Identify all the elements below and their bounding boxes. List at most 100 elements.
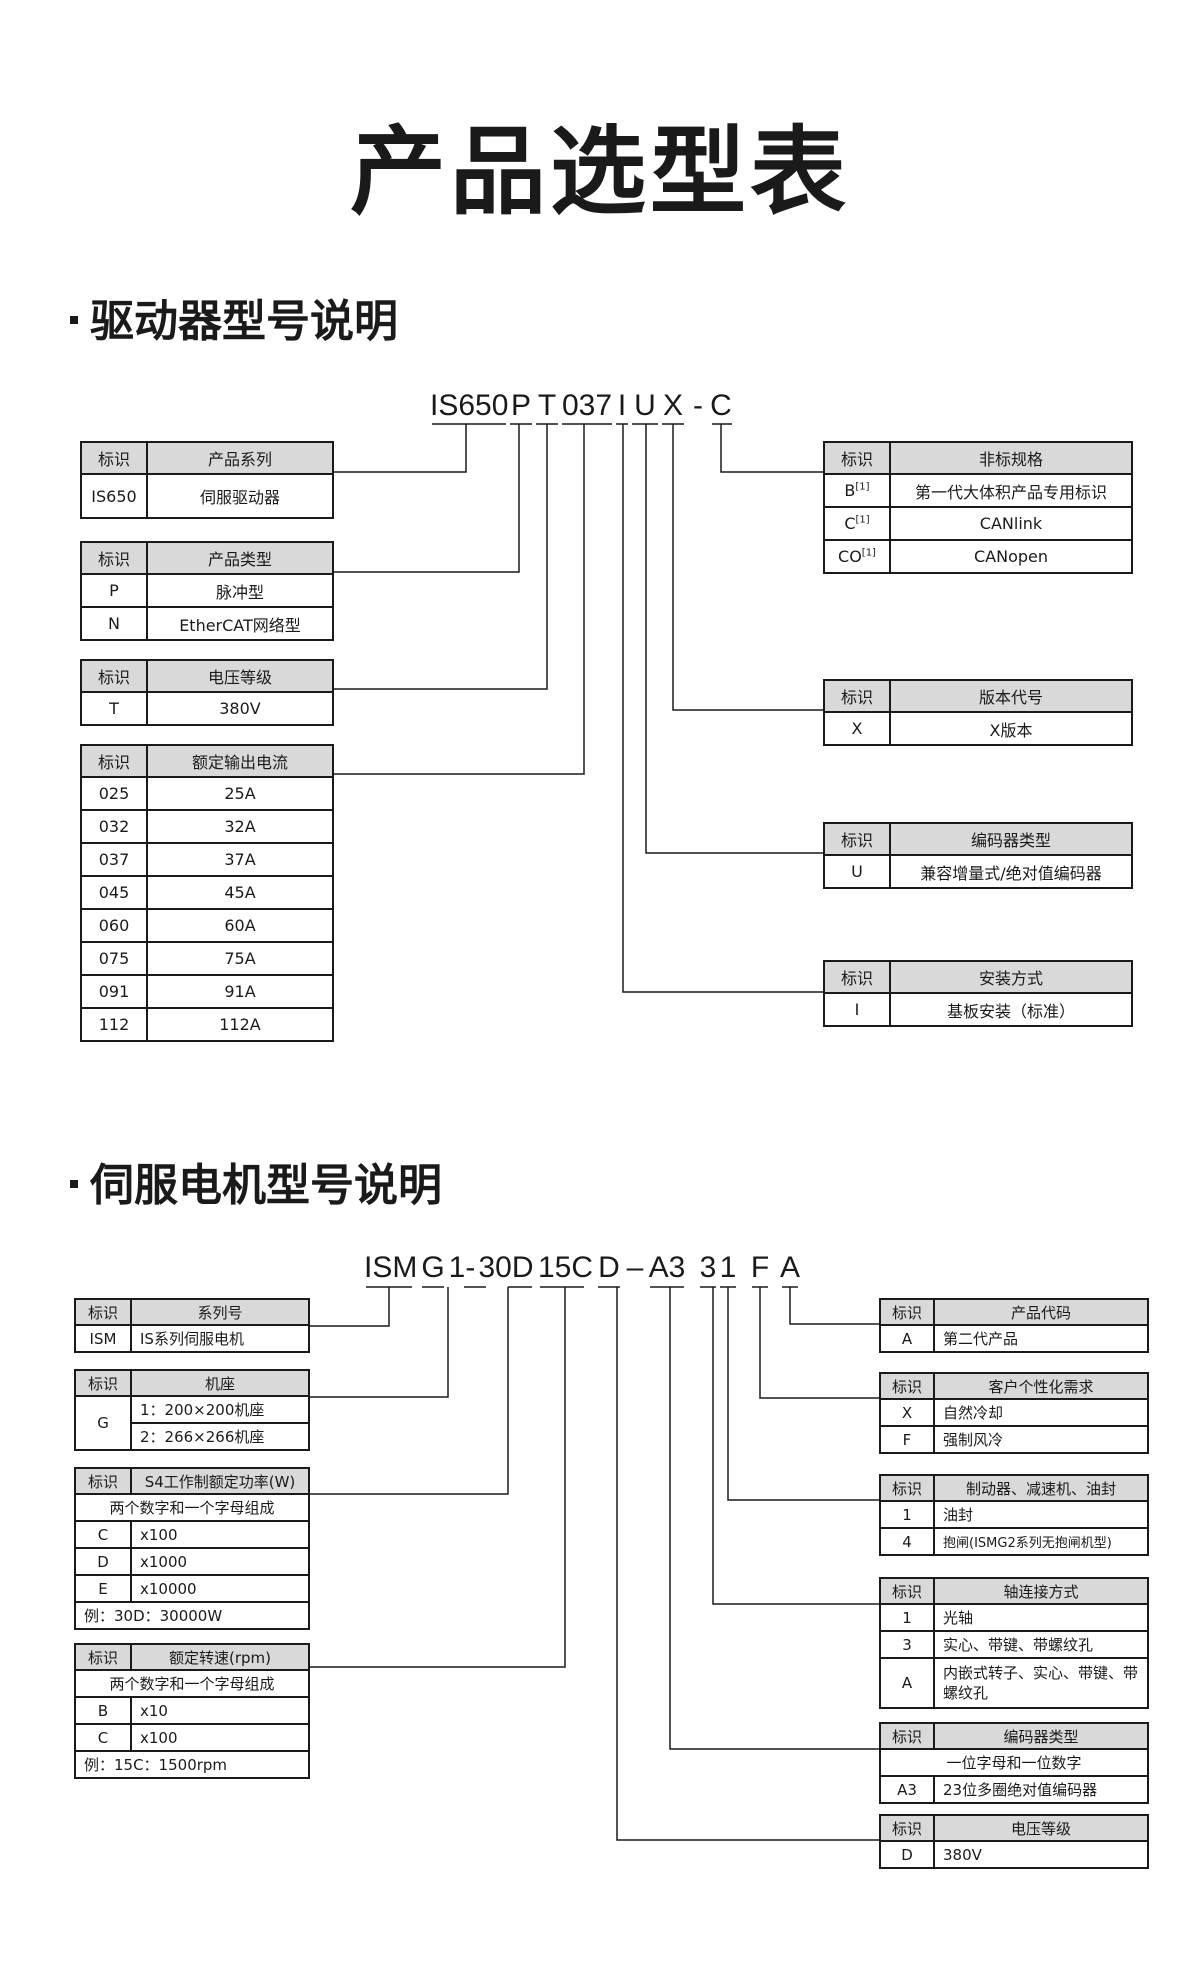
- table-row: 标识电压等级: [879, 1814, 1149, 1842]
- table-row: 标识产品系列: [80, 441, 334, 475]
- table-cell: 037: [80, 842, 148, 877]
- table-header-cell: 标识: [823, 960, 891, 994]
- table-header-cell: 标识: [879, 1474, 935, 1502]
- table-header-cell: 标识: [74, 1369, 132, 1397]
- table-cell: IS650: [80, 473, 148, 519]
- table-header-cell: 标识: [879, 1577, 935, 1605]
- table-header-cell: 标识: [74, 1298, 132, 1326]
- code-part: U: [634, 389, 656, 422]
- table-row: 例：15C：1500rpm: [74, 1750, 310, 1779]
- table-header-cell: 标识: [74, 1643, 132, 1671]
- code-part: X: [662, 389, 683, 422]
- table-cell: 两个数字和一个字母组成: [74, 1669, 310, 1698]
- table-header-cell: 产品代码: [933, 1298, 1149, 1326]
- table-cell: D: [879, 1840, 935, 1869]
- table-cell: 075: [80, 941, 148, 976]
- table-cell: 油封: [933, 1500, 1149, 1529]
- table-cell: C[1]: [823, 506, 891, 541]
- table-cell: E: [74, 1574, 132, 1603]
- code-part: G: [421, 1251, 445, 1284]
- table-header-cell: 版本代号: [889, 679, 1133, 713]
- drive-nonstandard-table: 标识非标规格 B[1]第一代大体积产品专用标识 C[1]CANlink CO[1…: [823, 441, 1133, 574]
- table-cell: x100: [130, 1723, 310, 1752]
- table-cell: B[1]: [823, 473, 891, 508]
- code-part: 30D: [478, 1251, 534, 1284]
- table-row: 例：30D：30000W: [74, 1601, 310, 1630]
- table-header-cell: 额定转速(rpm): [130, 1643, 310, 1671]
- table-row: 两个数字和一个字母组成: [74, 1669, 310, 1698]
- table-cell: 自然冷却: [933, 1398, 1149, 1427]
- table-cell: 两个数字和一个字母组成: [74, 1493, 310, 1522]
- table-cell: 380V: [146, 691, 334, 726]
- table-cell: 1: [879, 1603, 935, 1632]
- code-part: -: [693, 389, 703, 422]
- table-cell: 第二代产品: [933, 1324, 1149, 1353]
- code-part: –: [626, 1251, 644, 1284]
- table-cell: 3: [879, 1630, 935, 1659]
- table-cell: 伺服驱动器: [146, 473, 334, 519]
- table-header-cell: 产品类型: [146, 541, 334, 575]
- table-header-cell: 编码器类型: [933, 1722, 1149, 1750]
- table-cell: 32A: [146, 809, 334, 844]
- table-cell: 91A: [146, 974, 334, 1009]
- motor-section-title-text: 伺服电机型号说明: [90, 1160, 442, 1211]
- table-cell: 60A: [146, 908, 334, 943]
- table-cell: 112: [80, 1007, 148, 1042]
- code-part: A3: [648, 1251, 686, 1284]
- table-row: 标识产品代码: [879, 1298, 1149, 1326]
- page-title: 产品选型表: [350, 116, 850, 228]
- table-header-cell: 轴连接方式: [933, 1577, 1149, 1605]
- table-cell: A: [879, 1324, 935, 1353]
- table-cell: A3: [879, 1775, 935, 1804]
- table-row: CO[1]CANopen: [823, 539, 1133, 574]
- table-cell: U: [823, 854, 891, 889]
- table-cell: x1000: [130, 1547, 310, 1576]
- table-cell: 兼容增量式/绝对值编码器: [889, 854, 1133, 889]
- table-header-cell: 编码器类型: [889, 822, 1133, 856]
- table-row: 2：266×266机座: [75, 1422, 310, 1451]
- table-cell: 1: [879, 1500, 935, 1529]
- table-header-cell: 电压等级: [933, 1814, 1149, 1842]
- table-cell: 37A: [146, 842, 334, 877]
- table-cell: 091: [80, 974, 148, 1009]
- table-row: 标识制动器、减速机、油封: [879, 1474, 1149, 1502]
- table-cell: x100: [130, 1520, 310, 1549]
- table-cell: 032: [80, 809, 148, 844]
- table-cell: 75A: [146, 941, 334, 976]
- bullet-dot: [70, 316, 78, 324]
- table-cell: C: [74, 1520, 132, 1549]
- code-part: C: [710, 389, 732, 422]
- table-cell: 2：266×266机座: [130, 1422, 310, 1451]
- table-row: 标识轴连接方式: [879, 1577, 1149, 1605]
- table-header-cell: 客户个性化需求: [933, 1372, 1149, 1400]
- code-part: 3: [699, 1251, 717, 1284]
- table-cell: EtherCAT网络型: [146, 606, 334, 641]
- table-cell: 一位字母和一位数字: [879, 1748, 1149, 1777]
- table-cell: 光轴: [933, 1603, 1149, 1632]
- table-header-cell: 安装方式: [889, 960, 1133, 994]
- table-cell: 抱闸(ISMG2系列无抱闸机型): [933, 1527, 1149, 1556]
- table-row: 两个数字和一个字母组成: [74, 1493, 310, 1522]
